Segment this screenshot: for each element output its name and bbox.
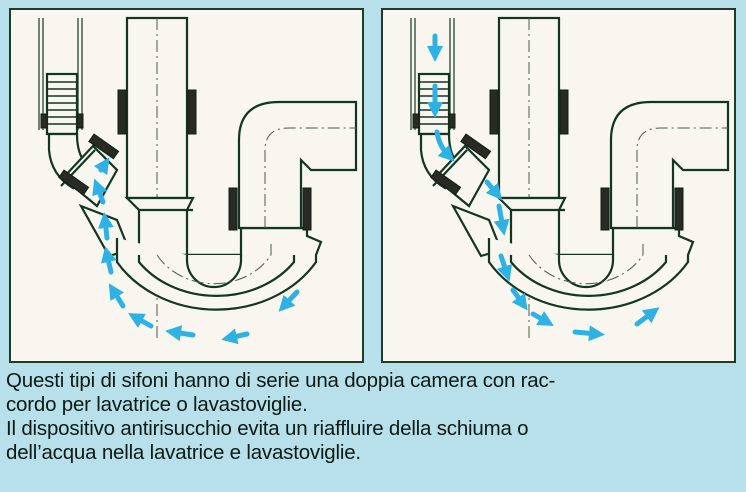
figure-caption: Questi tipi di sifoni hanno di serie una… bbox=[6, 369, 742, 465]
siphon-illustration-right bbox=[410, 16, 730, 342]
siphon-diagram-return-flow bbox=[9, 8, 364, 363]
caption-line: Il dispositivo antirisucchio evita un ri… bbox=[6, 417, 529, 440]
flow-arrows-drain bbox=[426, 33, 660, 342]
siphon-pipes bbox=[38, 16, 358, 340]
siphon-illustration-left bbox=[38, 16, 358, 345]
caption-line: Questi tipi di sifoni hanno di serie una… bbox=[6, 369, 556, 392]
caption-paragraph-2: Il dispositivo antirisucchio evita un ri… bbox=[6, 417, 742, 465]
caption-line: dell’acqua nella lavatrice e lavastovigl… bbox=[6, 441, 361, 464]
caption-paragraph-1: Questi tipi di sifoni hanno di serie una… bbox=[6, 369, 742, 417]
caption-line: cordo per lavatrice o lavastoviglie. bbox=[6, 393, 308, 416]
siphon-pipes bbox=[410, 16, 730, 340]
siphon-diagram-drain-flow bbox=[381, 8, 736, 363]
flow-arrows-return bbox=[92, 157, 300, 345]
